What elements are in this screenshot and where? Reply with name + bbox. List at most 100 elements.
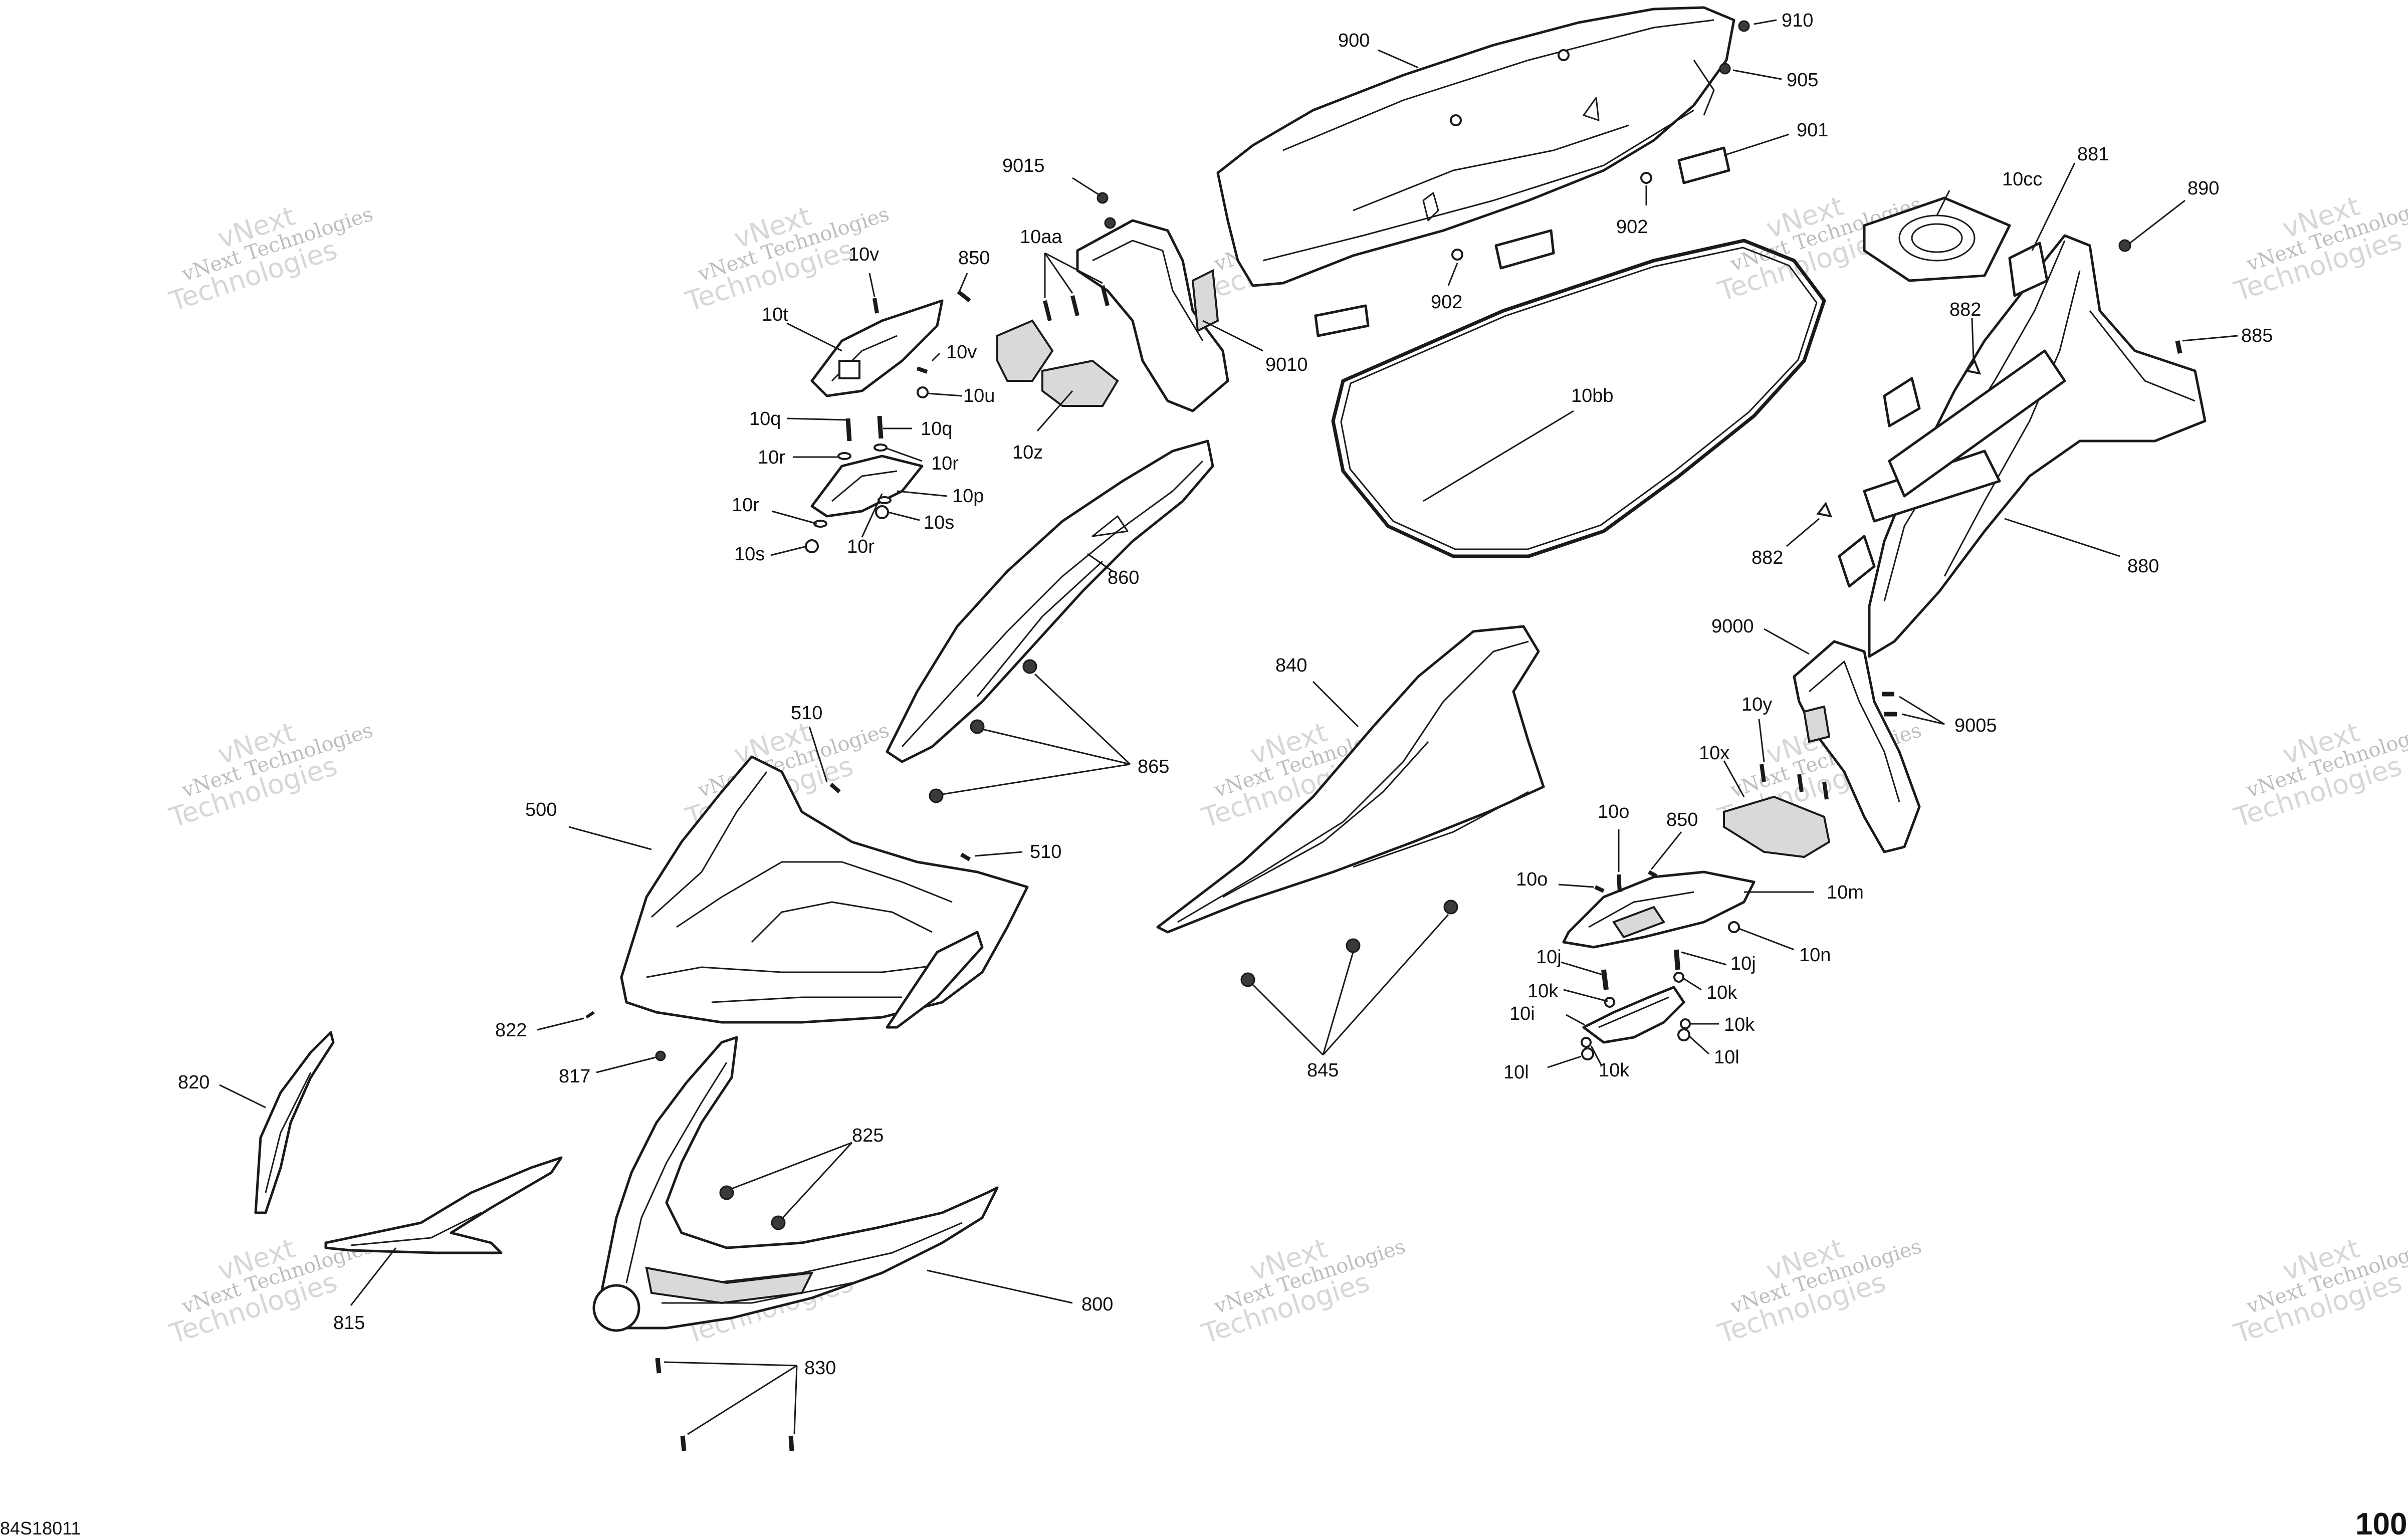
callout-10l-a: 10l [1503, 1062, 1529, 1083]
callout-10s-b: 10s [734, 544, 765, 565]
callout-885: 885 [2241, 325, 2273, 346]
callout-815: 815 [333, 1312, 365, 1334]
callout-800: 800 [1081, 1294, 1113, 1315]
callout-10z: 10z [1012, 442, 1043, 463]
drawing-code: 84S18011 [0, 1518, 81, 1538]
part-840-side-panel [1156, 625, 1545, 934]
nut-902a [1640, 172, 1652, 184]
callout-10aa: 10aa [1020, 227, 1062, 248]
leader-lines [219, 19, 2238, 1435]
callout-10cc: 10cc [2002, 169, 2042, 190]
callout-10m: 10m [1827, 882, 1864, 903]
callout-845: 845 [1307, 1060, 1339, 1081]
callout-905: 905 [1787, 70, 1818, 91]
part-860-side-panel [886, 439, 1214, 763]
callout-10k-d: 10k [1599, 1060, 1630, 1081]
callout-9015: 9015 [1002, 155, 1045, 176]
part-880-side-panel [1863, 234, 2207, 658]
callout-10l-b: 10l [1714, 1047, 1739, 1068]
part-10p-bracket [810, 455, 924, 518]
callout-10o-b: 10o [1516, 869, 1548, 890]
callout-10j-a: 10j [1536, 947, 1562, 968]
page-number: 100 [2355, 1507, 2407, 1540]
callout-labels: 900 910 905 901 902 902 9015 10aa 9010 1… [178, 10, 2273, 1379]
callout-10k-b: 10k [1706, 982, 1737, 1003]
callout-10y: 10y [1741, 694, 1772, 715]
callout-10j-b: 10j [1730, 953, 1756, 974]
callout-900: 900 [1338, 30, 1370, 51]
callout-10p: 10p [952, 486, 984, 507]
watermark: vNext vNext Technologies Technologies [2230, 190, 2408, 308]
part-10cc-plate [1863, 196, 2011, 282]
part-10m-bracket [1562, 870, 1756, 949]
callout-10q-b: 10q [921, 418, 952, 439]
part-500-hood [620, 755, 1029, 1029]
part-817-clip [655, 1050, 666, 1061]
watermark: vNext vNext Technologies Technologies [2230, 716, 2408, 834]
part-10z-pads [996, 319, 1119, 407]
callout-10v-b: 10v [946, 342, 977, 363]
watermark: vNext vNext Technologies Technologies [1198, 1232, 1408, 1350]
callout-902a: 902 [1616, 216, 1648, 238]
callout-881: 881 [2077, 144, 2109, 165]
callout-825: 825 [852, 1125, 884, 1146]
callout-10bb: 10bb [1571, 385, 1614, 406]
part-815-trim [324, 1156, 563, 1254]
screw-9015b [1104, 217, 1116, 229]
callout-10r-c: 10r [732, 495, 759, 516]
screw-910 [1738, 20, 1750, 32]
watermark: vNext vNext Technologies Technologies [2230, 1232, 2408, 1350]
part-10t-bracket [810, 299, 944, 397]
callout-10v-a: 10v [848, 244, 879, 265]
callout-10u: 10u [963, 385, 995, 406]
callout-910: 910 [1782, 10, 1813, 31]
callout-10o-a: 10o [1598, 801, 1629, 822]
callout-882-b: 882 [1752, 547, 1783, 568]
watermark: vNext vNext Technologies Technologies [165, 200, 376, 318]
part-881-pads [1838, 242, 2049, 588]
callout-10k-a: 10k [1527, 981, 1559, 1002]
part-820-trim [254, 1031, 335, 1214]
callout-830: 830 [804, 1358, 836, 1379]
callout-902b: 902 [1431, 292, 1462, 313]
callout-882-a: 882 [1949, 299, 1981, 320]
part-9010-bracket [1076, 219, 1229, 412]
watermark: vNext vNext Technologies Technologies [165, 716, 376, 834]
callout-510-b: 510 [1030, 841, 1061, 862]
part-800-bumper [592, 1036, 999, 1332]
callout-850-a: 850 [958, 248, 990, 269]
callout-865: 865 [1138, 756, 1169, 777]
callout-10s-a: 10s [924, 512, 954, 533]
part-900-seat [1216, 6, 1735, 287]
callout-880: 880 [2127, 556, 2159, 577]
callout-820: 820 [178, 1072, 209, 1093]
part-9000-bracket [1793, 640, 1921, 853]
callout-10r-b: 10r [931, 453, 959, 474]
part-10i-bracket [1582, 986, 1685, 1044]
callout-10i: 10i [1509, 1003, 1535, 1024]
callout-9005: 9005 [1954, 715, 1997, 736]
callout-10x: 10x [1699, 743, 1729, 764]
part-10x-pad [1723, 795, 1831, 858]
callout-901: 901 [1797, 120, 1828, 141]
callout-10n: 10n [1799, 945, 1831, 966]
callout-9010: 9010 [1265, 354, 1308, 375]
nut-902b [1451, 249, 1463, 261]
callout-850-b: 850 [1666, 809, 1698, 830]
part-10bb-seal [1331, 239, 1826, 558]
callout-822: 822 [495, 1020, 527, 1041]
callout-10k-c: 10k [1724, 1014, 1755, 1035]
watermark: vNext vNext Technologies Technologies [1714, 1232, 1924, 1350]
callout-10q-a: 10q [749, 408, 781, 429]
callout-500: 500 [525, 799, 557, 820]
callout-860: 860 [1108, 567, 1139, 588]
callout-890: 890 [2187, 178, 2219, 199]
callout-9000: 9000 [1711, 616, 1754, 637]
screw-905 [1719, 63, 1731, 75]
callout-510-a: 510 [791, 703, 822, 724]
callout-817: 817 [559, 1066, 590, 1087]
callout-10r-d: 10r [847, 536, 874, 557]
callout-10r-a: 10r [758, 447, 785, 468]
part-822-clip [585, 1011, 595, 1019]
